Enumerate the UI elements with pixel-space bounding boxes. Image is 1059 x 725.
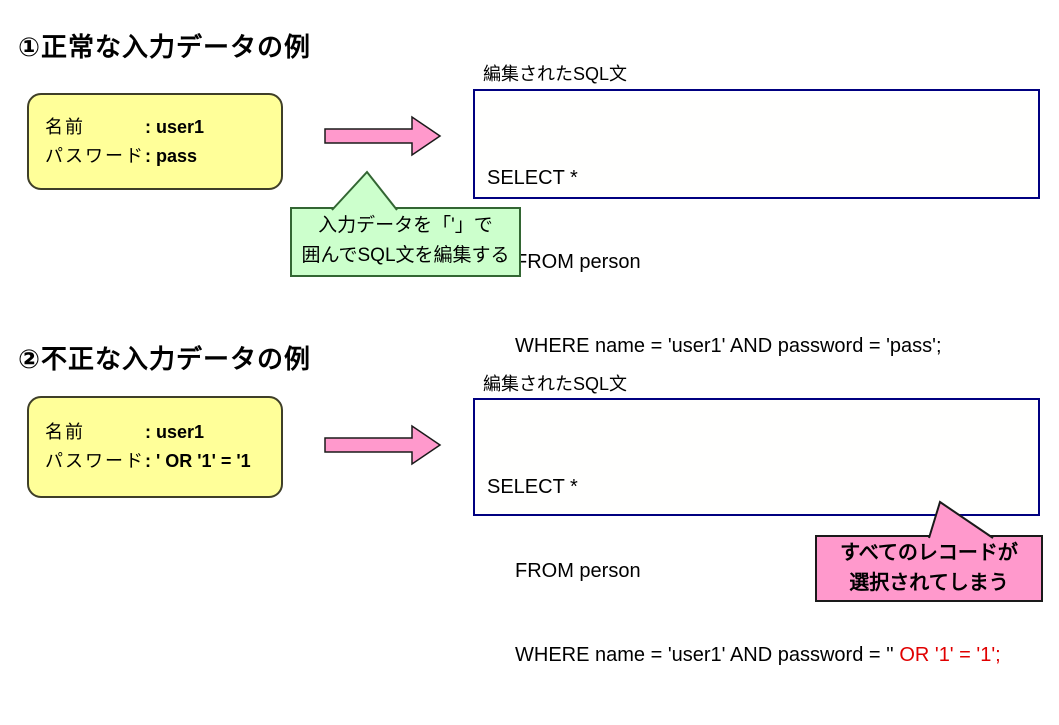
flow-arrow-icon-2 — [324, 424, 442, 466]
input-password-label: パスワード — [45, 451, 145, 471]
sql-line-select: SELECT * — [487, 167, 578, 189]
input-name-label: 名前 — [45, 116, 85, 137]
section1-title: ①正常な入力データの例 — [18, 32, 312, 62]
section2-sql-box: SELECT * FROM person WHERE name = 'user1… — [473, 398, 1040, 666]
flow-arrow-icon-1 — [324, 115, 442, 157]
all-records-selected-callout: すべてのレコードが 選択されてしまう — [815, 535, 1043, 602]
callout-line-1: すべてのレコードが — [840, 542, 1018, 564]
callout-line-1: 入力データを「'」で — [318, 215, 493, 236]
input-row-name: 名前 : user1 — [45, 113, 281, 142]
input-password-value: : ' OR '1' = '1 — [145, 451, 251, 471]
quote-wrapping-callout: 入力データを「'」で 囲んでSQL文を編集する — [290, 207, 521, 277]
callout-line-2: 囲んでSQL文を編集する — [301, 245, 510, 266]
sql-injected-part: OR '1' = '1'; — [899, 644, 1001, 666]
input-name-label: 名前 — [45, 422, 85, 442]
sql-where-normal-part: WHERE name = 'user1' AND password = '' — [515, 644, 900, 666]
input-password-value: : pass — [145, 145, 198, 166]
section2-title: ②不正な入力データの例 — [18, 344, 312, 374]
input-password-label: パスワード — [45, 145, 145, 166]
section1-sql-box-label: 編集されたSQL文 — [483, 64, 628, 84]
input-name-value: : user1 — [145, 422, 205, 442]
sql-line-from: FROM person — [515, 251, 641, 273]
section2-sql-box-label: 編集されたSQL文 — [483, 374, 628, 394]
sql-line-where: WHERE name = 'user1' AND password = 'pas… — [515, 335, 942, 357]
green-callout-pointer-edge — [331, 170, 398, 211]
section1-sql-box: SELECT * FROM person WHERE name = 'user1… — [473, 89, 1040, 357]
green-callout-pointer — [331, 171, 398, 211]
input-row-password: パスワード: ' OR '1' = '1 — [45, 447, 281, 476]
input-name-value: : user1 — [145, 116, 205, 137]
sql-line-from: FROM person — [515, 560, 641, 582]
sql-line-select: SELECT * — [487, 476, 578, 498]
sql-injection-diagram: ①正常な入力データの例 名前: user1 パスワード: pass 編集されたS… — [18, 32, 1043, 666]
sql-line-where: WHERE name = 'user1' AND password = '' O… — [487, 641, 1038, 669]
input-row-password: パスワード: pass — [45, 142, 281, 171]
section1-input-box: 名前 : user1 パスワード: pass — [27, 93, 283, 190]
input-row-name: 名前 : user1 — [45, 418, 281, 447]
section2-input-box: 名前 : user1 パスワード: ' OR '1' = '1 — [27, 396, 283, 498]
callout-line-2: 選択されてしまう — [849, 572, 1009, 594]
